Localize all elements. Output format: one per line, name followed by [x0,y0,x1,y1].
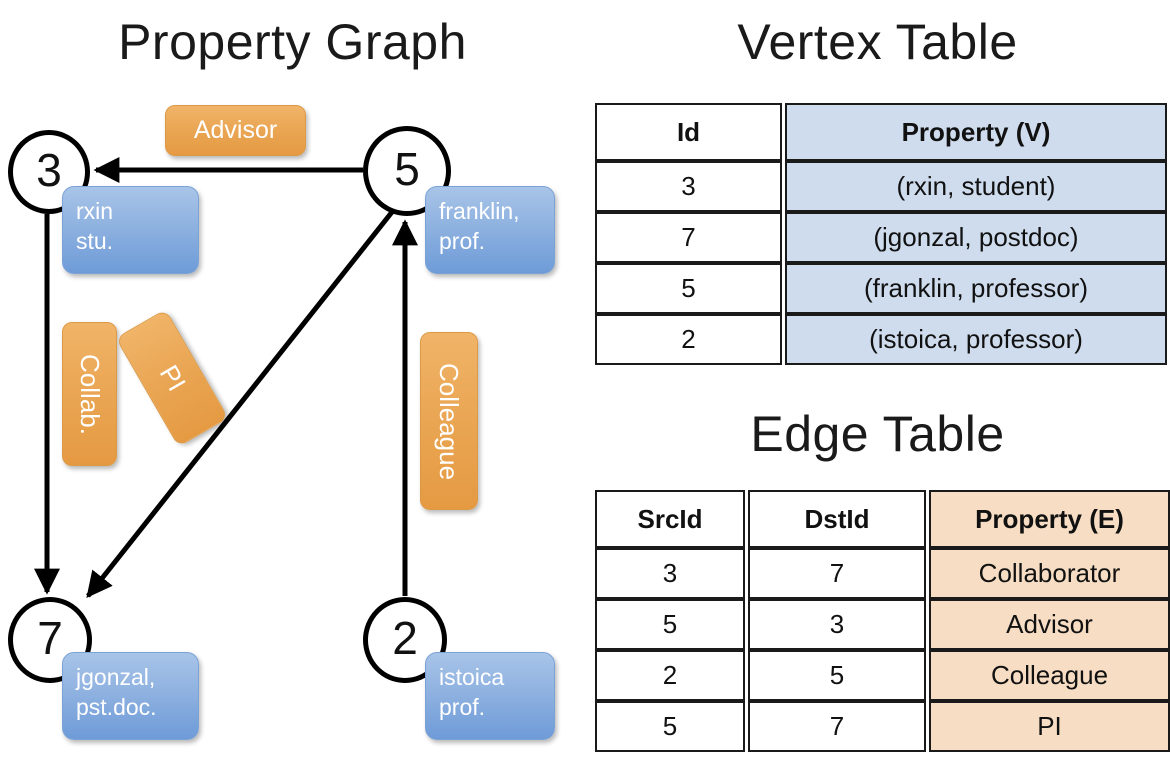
graph-vertex-2-label: 2 [392,612,418,664]
vertex-cell-id: 2 [595,314,782,365]
page-title-property-graph: Property Graph [118,14,467,70]
vertex-table-header-id: Id [595,103,782,161]
edge-label-text: PI [153,359,192,396]
vertex-cell-property: (jgonzal, postdoc) [785,212,1167,263]
vertex-table: Id Property (V) 3 (rxin, student) 7 (jgo… [592,103,1170,365]
graph-vertex-2[interactable]: 2 [363,597,447,683]
graph-edge-lines [34,157,418,599]
vertex-property-box-jgonzal: jgonzal, pst.doc. [62,652,199,740]
edge-cell-dstid: 3 [748,599,926,650]
edge-label-text: Advisor [193,116,278,144]
vertex-cell-id: 5 [595,263,782,314]
vertex-cell-property: (rxin, student) [785,161,1167,212]
vertex-property-line-2: pst.doc. [76,694,157,720]
page-title-edge-table: Edge Table [750,406,1005,462]
edge-label-box-advisor: Advisor [165,105,306,156]
edge-cell-srcid: 5 [595,701,745,752]
edge-table-header-property: Property (E) [929,490,1170,548]
vertex-property-line-2: prof. [439,694,486,720]
table-row[interactable]: 3 7 Collaborator [595,548,1170,599]
edge-cell-property: PI [929,701,1170,752]
edge-cell-dstid: 7 [748,701,926,752]
vertex-property-box-franklin: franklin, prof. [425,186,555,274]
edge-table-header-srcid: SrcId [595,490,745,548]
table-row[interactable]: 5 3 Advisor [595,599,1170,650]
vertex-table-header-property: Property (V) [785,103,1167,161]
vertex-table-header-row: Id Property (V) [595,103,1167,161]
edge-label-box-colleague: Colleague [420,332,478,510]
graph-vertex-7-label: 7 [37,612,63,664]
table-row[interactable]: 7 (jgonzal, postdoc) [595,212,1167,263]
vertex-property-line-2: prof. [439,228,486,254]
vertex-property-line-1: franklin, [439,198,520,224]
property-graph-diagram: 3 5 7 2 rxin stu. franklin, prof. jgonza… [8,105,555,740]
graph-vertex-5[interactable]: 5 [363,126,451,216]
edge-label-box-collab: Collab. [62,322,117,466]
table-row[interactable]: 3 (rxin, student) [595,161,1167,212]
table-row[interactable]: 2 5 Colleague [595,650,1170,701]
vertex-property-box-rxin: rxin stu. [62,186,199,274]
graph-vertex-5-label: 5 [394,143,420,195]
edge-cell-dstid: 7 [748,548,926,599]
vertex-cell-id: 3 [595,161,782,212]
edge-table: SrcId DstId Property (E) 3 7 Collaborato… [592,490,1170,752]
graph-vertex-3-label: 3 [36,144,62,196]
page-title-vertex-table: Vertex Table [737,14,1018,70]
table-row[interactable]: 5 (franklin, professor) [595,263,1167,314]
edge-cell-srcid: 2 [595,650,745,701]
edge-table-header-row: SrcId DstId Property (E) [595,490,1170,548]
vertex-property-line-1: istoica [439,664,505,690]
vertex-property-box-istoica: istoica prof. [425,652,555,740]
table-row[interactable]: 5 7 PI [595,701,1170,752]
edge-label-text: Collab. [75,353,105,435]
vertex-property-line-1: jgonzal, [76,664,156,690]
edge-cell-srcid: 3 [595,548,745,599]
edge-cell-srcid: 5 [595,599,745,650]
graph-edge-5-to-7 [86,210,394,599]
vertex-cell-id: 7 [595,212,782,263]
edge-cell-property: Collaborator [929,548,1170,599]
edge-cell-property: Colleague [929,650,1170,701]
edge-table-header-dstid: DstId [748,490,926,548]
vertex-cell-property: (franklin, professor) [785,263,1167,314]
edge-label-text: Colleague [434,362,465,480]
vertex-cell-property: (istoica, professor) [785,314,1167,365]
edge-cell-property: Advisor [929,599,1170,650]
edge-cell-dstid: 5 [748,650,926,701]
vertex-property-line-1: rxin [76,198,114,224]
table-row[interactable]: 2 (istoica, professor) [595,314,1167,365]
vertex-property-line-2: stu. [76,228,114,254]
